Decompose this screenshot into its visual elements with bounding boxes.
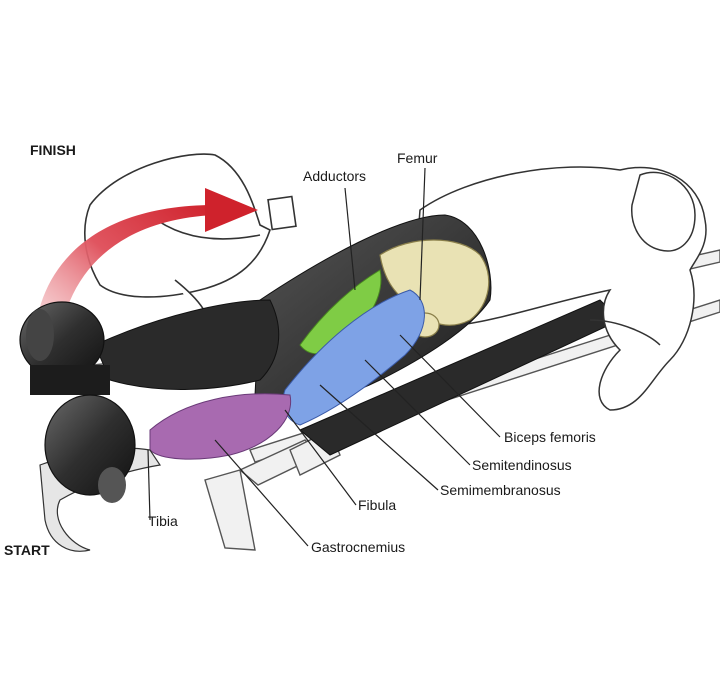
tibia-label: Tibia [148, 513, 178, 529]
start-label: START [4, 542, 50, 558]
femur-label: Femur [397, 150, 438, 166]
torso [418, 166, 707, 411]
semitendinosus-label: Semitendinosus [472, 457, 572, 473]
lower-leg [94, 299, 280, 390]
semimembranosus-label: Semimembranosus [440, 482, 561, 498]
hamstring-muscles [282, 289, 425, 426]
leg-pads [19, 301, 136, 503]
finish-label: FINISH [30, 142, 76, 158]
adductors-label: Adductors [303, 168, 367, 184]
biceps-femoris-label: Biceps femoris [504, 429, 596, 445]
gastrocnemius-label: Gastrocnemius [311, 539, 406, 555]
calf-muscle [149, 393, 292, 460]
fibula-label: Fibula [358, 497, 397, 513]
leader-lines [147, 167, 501, 547]
finish-leg-outline [84, 153, 297, 331]
